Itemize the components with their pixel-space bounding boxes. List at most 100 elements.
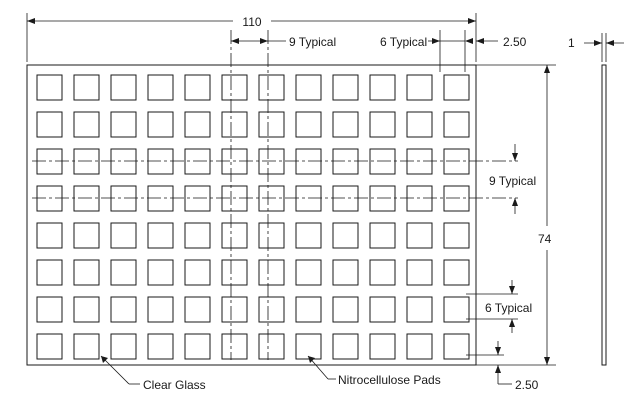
- side-view: 1: [568, 33, 624, 366]
- nitrocellulose-pad: [443, 148, 470, 175]
- nitrocellulose-pad: [147, 74, 174, 101]
- nitrocellulose-pad: [369, 296, 396, 323]
- nitrocellulose-pad: [36, 148, 63, 175]
- nitrocellulose-pad: [406, 259, 433, 286]
- nitrocellulose-pad: [73, 185, 100, 212]
- callout-clear-glass: Clear Glass: [100, 355, 206, 392]
- nitrocellulose-pad: [406, 222, 433, 249]
- overall-height-label: 74: [538, 232, 552, 246]
- nitrocellulose-pad-grid: [36, 74, 470, 360]
- nitrocellulose-pad: [332, 111, 359, 138]
- nitrocellulose-pad: [221, 222, 248, 249]
- nitrocellulose-pads-label: Nitrocellulose Pads: [338, 373, 441, 387]
- nitrocellulose-pad: [184, 185, 211, 212]
- nitrocellulose-pad: [110, 148, 137, 175]
- nitrocellulose-pad: [406, 74, 433, 101]
- dimension-overall-width: 110: [26, 13, 477, 62]
- nitrocellulose-pad: [73, 333, 100, 360]
- nitrocellulose-pad: [443, 185, 470, 212]
- nitrocellulose-pad: [36, 111, 63, 138]
- nitrocellulose-pad: [36, 74, 63, 101]
- glass-slide-outline: [26, 64, 477, 366]
- dimension-pad-pitch-vertical: 9 Typical: [489, 144, 536, 214]
- dimension-overall-height: 74: [476, 64, 556, 366]
- nitrocellulose-pad: [36, 185, 63, 212]
- nitrocellulose-pad: [184, 74, 211, 101]
- nitrocellulose-pad: [147, 296, 174, 323]
- nitrocellulose-pad: [36, 333, 63, 360]
- nitrocellulose-pad: [221, 296, 248, 323]
- nitrocellulose-pad: [295, 111, 322, 138]
- nitrocellulose-pad: [332, 148, 359, 175]
- nitrocellulose-pad: [36, 259, 63, 286]
- pad-size-horizontal-label: 6 Typical: [380, 35, 427, 49]
- nitrocellulose-pad: [258, 74, 285, 101]
- nitrocellulose-pad: [221, 74, 248, 101]
- edge-margin-bottom-label: 2.50: [515, 378, 539, 392]
- nitrocellulose-pad: [147, 222, 174, 249]
- nitrocellulose-pad: [369, 148, 396, 175]
- nitrocellulose-pad: [369, 222, 396, 249]
- nitrocellulose-pad: [258, 333, 285, 360]
- dimension-edge-margin-right: 2.50: [476, 35, 527, 49]
- nitrocellulose-pad: [406, 148, 433, 175]
- side-view-slide: [601, 64, 607, 366]
- nitrocellulose-pad: [369, 333, 396, 360]
- nitrocellulose-pad: [258, 185, 285, 212]
- edge-margin-right-label: 2.50: [503, 35, 527, 49]
- pad-pitch-vertical-label: 9 Typical: [489, 174, 536, 188]
- nitrocellulose-pad: [36, 222, 63, 249]
- nitrocellulose-pad: [295, 148, 322, 175]
- nitrocellulose-pad: [73, 74, 100, 101]
- nitrocellulose-pad: [443, 333, 470, 360]
- nitrocellulose-pad: [332, 74, 359, 101]
- nitrocellulose-pad: [295, 333, 322, 360]
- nitrocellulose-pad: [332, 185, 359, 212]
- nitrocellulose-pad: [221, 185, 248, 212]
- nitrocellulose-pad: [406, 111, 433, 138]
- nitrocellulose-pad: [110, 74, 137, 101]
- nitrocellulose-pad: [406, 296, 433, 323]
- nitrocellulose-pad: [147, 259, 174, 286]
- nitrocellulose-pad: [443, 74, 470, 101]
- nitrocellulose-pad: [110, 296, 137, 323]
- nitrocellulose-pad: [73, 222, 100, 249]
- nitrocellulose-pad: [73, 296, 100, 323]
- callout-nitrocellulose-pads: Nitrocellulose Pads: [307, 355, 441, 387]
- clear-glass-label: Clear Glass: [143, 378, 206, 392]
- nitrocellulose-pad: [332, 259, 359, 286]
- nitrocellulose-pad: [110, 222, 137, 249]
- nitrocellulose-pad: [184, 222, 211, 249]
- nitrocellulose-pad: [295, 296, 322, 323]
- nitrocellulose-pad: [147, 333, 174, 360]
- nitrocellulose-pad: [147, 185, 174, 212]
- dimension-pad-size-vertical: 6 Typical: [466, 280, 532, 333]
- nitrocellulose-pad: [147, 148, 174, 175]
- nitrocellulose-pad: [147, 111, 174, 138]
- nitrocellulose-pad: [36, 296, 63, 323]
- nitrocellulose-pad: [184, 333, 211, 360]
- nitrocellulose-pad: [369, 74, 396, 101]
- nitrocellulose-pad: [110, 185, 137, 212]
- nitrocellulose-pad: [369, 111, 396, 138]
- nitrocellulose-pad: [184, 148, 211, 175]
- nitrocellulose-pad: [443, 296, 470, 323]
- nitrocellulose-pad: [406, 333, 433, 360]
- dimension-pad-size-horizontal: 6 Typical: [380, 30, 473, 72]
- nitrocellulose-pad: [110, 111, 137, 138]
- nitrocellulose-pad: [258, 111, 285, 138]
- nitrocellulose-pad: [258, 259, 285, 286]
- nitrocellulose-pad: [221, 259, 248, 286]
- nitrocellulose-pad: [110, 259, 137, 286]
- dimension-pad-pitch-horizontal: 9 Typical: [231, 35, 336, 49]
- nitrocellulose-pad: [295, 185, 322, 212]
- nitrocellulose-pad: [332, 333, 359, 360]
- nitrocellulose-pad: [369, 259, 396, 286]
- nitrocellulose-pad: [369, 185, 396, 212]
- nitrocellulose-pad: [221, 111, 248, 138]
- dimension-edge-margin-bottom: 2.50: [466, 341, 539, 392]
- thickness-label: 1: [568, 36, 575, 50]
- nitrocellulose-pad: [221, 333, 248, 360]
- nitrocellulose-pad: [443, 111, 470, 138]
